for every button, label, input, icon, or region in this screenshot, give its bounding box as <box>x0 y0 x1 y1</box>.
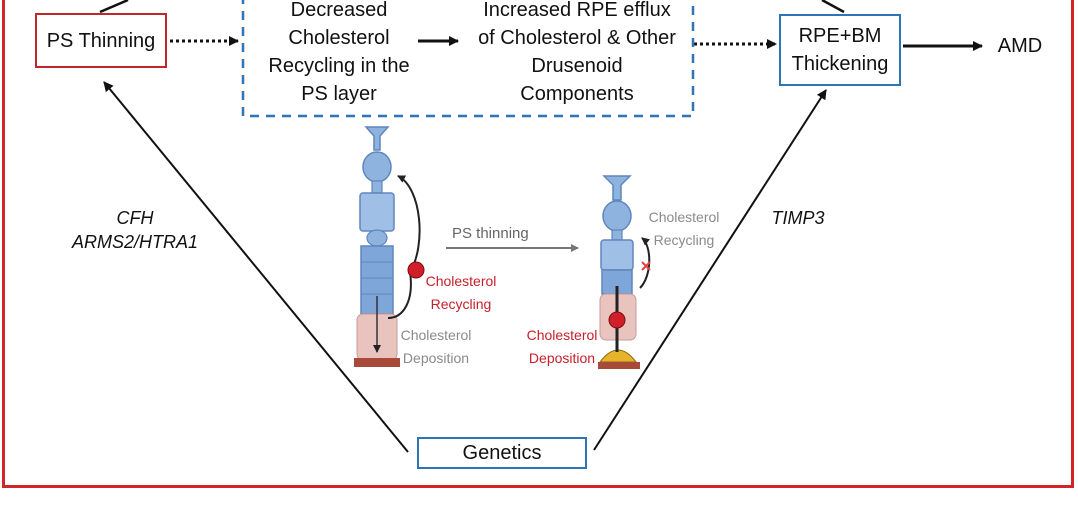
ps-thinning-arrow-label: PS thinning <box>452 225 529 242</box>
top-right-arrow-stub <box>821 0 845 14</box>
left-recycling-line-2: Recycling <box>430 296 492 312</box>
right-deposition-label: Cholesterol Deposition <box>524 324 600 370</box>
gene-timp3: TIMP3 <box>771 208 825 228</box>
rpe-bm-line-1: RPE+BM <box>798 25 882 47</box>
right-recycling-line-1: Cholesterol <box>648 209 720 225</box>
left-deposition-line-1: Cholesterol <box>400 327 472 343</box>
efflux-line-1: Increased RPE efflux <box>483 0 671 21</box>
gene-arms2-htra1: ARMS2/HTRA1 <box>71 232 199 252</box>
ps-thinning-box: PS Thinning <box>35 13 167 68</box>
right-recycling-line-2: Recycling <box>653 232 715 248</box>
genetics-box: Genetics <box>417 437 587 469</box>
left-deposition-label: Cholesterol Deposition <box>400 324 472 370</box>
right-recycling-label: Cholesterol Recycling <box>648 206 720 252</box>
efflux-line-3: Drusenoid <box>531 55 623 77</box>
arrow-genetics-to-ps <box>103 81 409 453</box>
efflux-line-2: of Cholesterol & Other <box>478 27 676 49</box>
gene-cfh: CFH <box>116 208 154 228</box>
rpe-bm-line-2: Thickening <box>791 53 889 75</box>
increased-efflux-text: Increased RPE efflux of Cholesterol & Ot… <box>460 0 694 108</box>
left-photoreceptor <box>354 126 425 367</box>
left-genes: CFH ARMS2/HTRA1 <box>40 206 230 254</box>
mechanism-dashed-box <box>241 0 695 118</box>
arrow-genetics-to-rpe <box>593 89 827 451</box>
rpe-bm-thickening-box: RPE+BM Thickening <box>779 14 901 86</box>
amd-label: AMD <box>997 35 1043 57</box>
decreased-line-3: Recycling in the <box>268 55 410 77</box>
right-deposition-line-1: Cholesterol <box>526 327 598 343</box>
left-recycling-line-1: Cholesterol <box>425 273 497 289</box>
top-left-arrow-stub <box>99 0 129 14</box>
left-recycling-label: Cholesterol Recycling <box>423 270 499 316</box>
decreased-line-2: Cholesterol <box>288 27 390 49</box>
outer-frame <box>2 0 1074 488</box>
genetics-label: Genetics <box>462 442 542 464</box>
efflux-line-4: Components <box>520 83 634 105</box>
left-deposition-line-2: Deposition <box>402 350 470 366</box>
right-deposition-line-2: Deposition <box>528 350 596 366</box>
decreased-line-4: PS layer <box>301 83 377 105</box>
decreased-line-1: Decreased <box>290 0 388 21</box>
right-photoreceptor <box>598 175 651 369</box>
decreased-recycling-text: Decreased Cholesterol Recycling in the P… <box>250 0 428 108</box>
ps-thinning-label: PS Thinning <box>46 29 156 52</box>
